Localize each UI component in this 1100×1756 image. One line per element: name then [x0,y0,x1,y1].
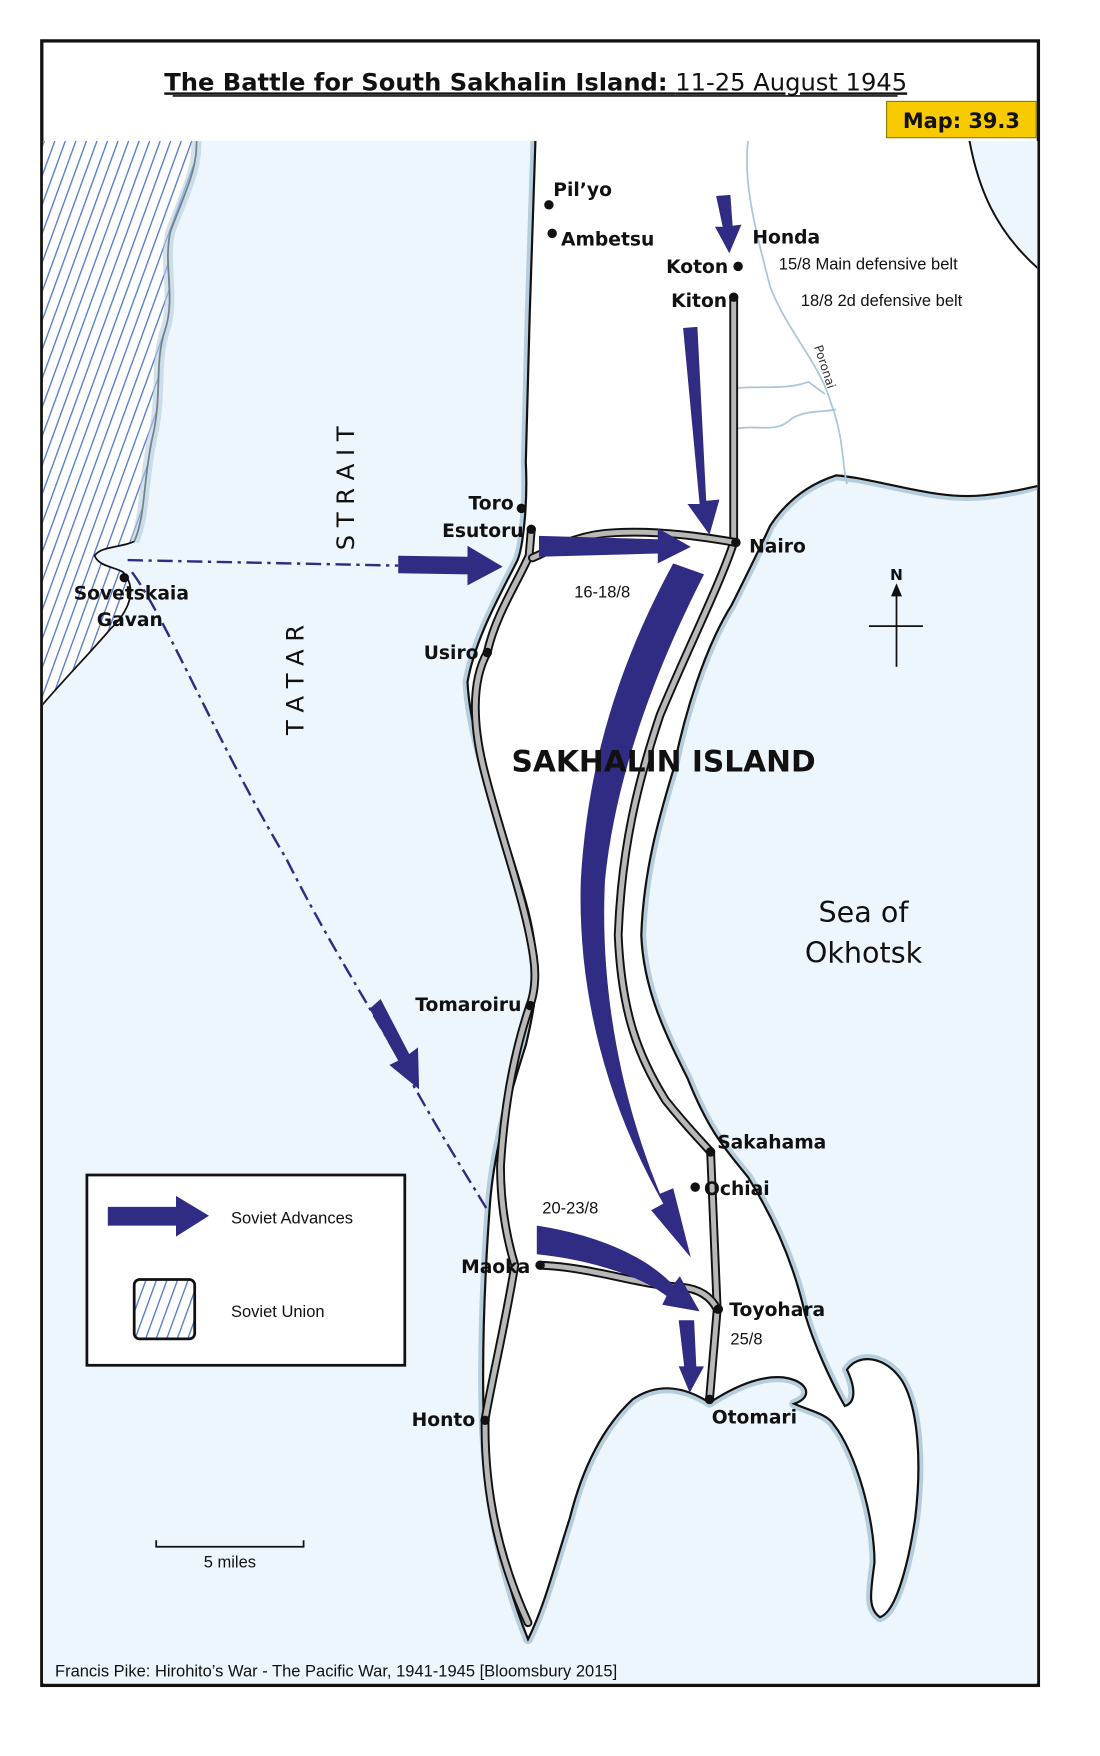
main-defensive-belt-note: 15/8 Main defensive belt [779,256,958,274]
place-label-pilyo: Pil’yo [553,180,612,201]
date-label-25: 25/8 [730,1330,762,1348]
place-label-kiton: Kiton [671,291,727,312]
place-label-usiro: Usiro [424,643,479,664]
map-title: The Battle for South Sakhalin Island: 11… [164,68,907,96]
sea-label-line1: Sea of [819,895,910,929]
northeast-sea [968,140,1038,270]
date-label-20-23: 20-23/8 [542,1200,598,1218]
river-tributary [733,408,837,431]
scale-bar: 5 miles [155,1540,305,1572]
place-dots [119,200,743,1426]
place-label-sovetskaia: Sovetskaia [74,584,189,605]
north-compass-icon: N [869,566,923,667]
place-label-ochiai: Ochiai [704,1179,770,1200]
place-label-toyohara: Toyohara [729,1300,825,1321]
legend: Soviet Advances Soviet Union [85,1173,407,1367]
advance-arrow-main-south [580,563,704,1258]
advance-arrow-nairo [539,528,691,564]
date-label-16-18: 16-18/8 [574,584,630,602]
place-label-otomari: Otomari [712,1408,797,1429]
place-label-gavan: Gavan [97,610,163,631]
advance-arrow-maoka [536,1225,700,1312]
place-label-toro: Toro [469,494,514,515]
legend-label-advances: Soviet Advances [231,1209,353,1227]
legend-label-union: Soviet Union [231,1303,325,1321]
sea-crossing-line [131,571,488,1209]
advance-arrow-kiton [683,326,720,535]
place-label-koton: Koton [666,257,728,278]
legend-hatch-icon [132,1278,197,1341]
soviet-advance-arrows [369,194,742,1393]
place-label-nairo: Nairo [749,536,806,557]
place-label-honto: Honto [412,1410,476,1431]
source-credit: Francis Pike: Hirohito’s War - The Pacif… [55,1663,617,1681]
place-label-tomaroiru: Tomaroiru [415,995,521,1016]
river-tributary [733,380,826,395]
advance-arrow-otomari [678,1320,704,1393]
map-body: Pil’yo Ambetsu Honda Koton Kiton Toro Es… [42,140,1038,1684]
svg-text:5 miles: 5 miles [204,1554,256,1572]
poronai-river [746,140,848,485]
advance-arrow-tomaroiru-landing [369,999,420,1090]
map-number-label: Map: 39.3 [903,109,1020,133]
second-defensive-belt-note: 18/8 2d defensive belt [801,292,963,310]
place-label-esutoru: Esutoru [442,521,523,542]
place-label-ambetsu: Ambetsu [561,230,654,251]
roads [470,292,741,1628]
map-number-badge [886,100,1037,139]
place-label-maoka: Maoka [461,1257,530,1278]
legend-arrow-icon [107,1195,209,1237]
svg-text:N: N [890,566,903,584]
sea-label-line2: Okhotsk [805,936,923,970]
strait-label: S T R A I T [332,426,360,550]
place-label-sakahama: Sakahama [717,1133,826,1154]
tatar-label: T A T A R [282,625,310,736]
advance-arrow-koton [715,194,742,254]
island-label: SAKHALIN ISLAND [511,744,815,779]
advance-arrow-esutoru-landing [398,545,503,586]
place-label-honda: Honda [752,227,820,248]
